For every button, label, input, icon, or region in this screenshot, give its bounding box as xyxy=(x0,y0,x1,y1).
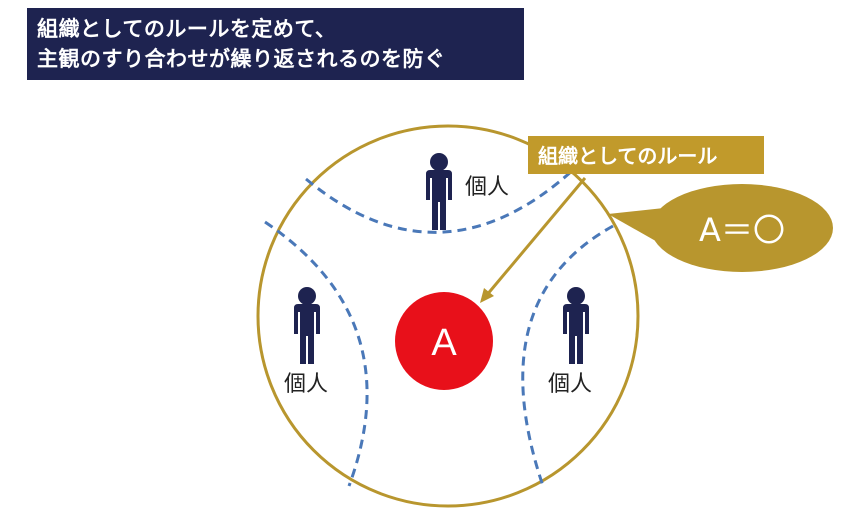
center-label: A xyxy=(431,322,457,364)
rule-label-box xyxy=(528,136,764,174)
rule-arrow-line xyxy=(484,177,587,297)
rule-arrow-head xyxy=(480,288,494,303)
person-icon xyxy=(294,287,320,364)
person-label-right: 個人 xyxy=(548,371,592,396)
callout-bubble xyxy=(651,184,833,272)
heading-line-1: 組織としてのルールを定めて、 xyxy=(37,17,337,41)
person-label-top: 個人 xyxy=(465,174,509,199)
boundary-right xyxy=(521,224,614,487)
heading-box: 組織としてのルールを定めて、 主観のすり合わせが繰り返されるのを防ぐ xyxy=(27,8,524,80)
center-circle xyxy=(395,292,493,390)
rule-label-text: 組織としてのルール xyxy=(538,144,717,168)
person-icon xyxy=(563,287,589,364)
person-icon xyxy=(426,153,452,230)
callout-text: A＝〇 xyxy=(699,211,785,249)
callout-tail xyxy=(608,208,668,248)
person-label-left: 個人 xyxy=(284,371,328,396)
boundary-left xyxy=(264,220,369,487)
organization-circle xyxy=(256,124,640,508)
heading-line-2: 主観のすり合わせが繰り返されるのを防ぐ xyxy=(37,47,446,71)
